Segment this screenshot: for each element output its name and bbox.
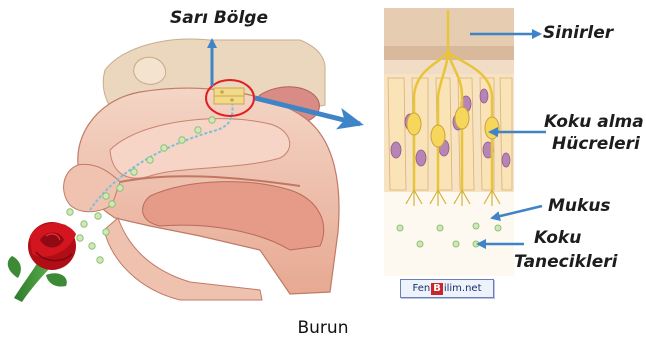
olfactory-patch [214,88,244,104]
olfactory-tissue-detail [384,8,514,276]
label-koku-alma-line1: Koku alma [544,112,644,132]
label-sinirler: Sinirler [543,23,613,43]
logo-mark: B [431,283,443,295]
logo-part3: ilim.net [444,283,482,294]
logo-part1: Fen [413,283,431,294]
rose-icon [8,222,76,302]
label-koku-line1: Koku [534,228,581,248]
label-koku-line2: Tanecikleri [514,252,617,272]
caption-burun: Burun [0,318,646,338]
head-cross-section [64,39,339,300]
label-sari-bolge: Sarı Bölge [170,8,268,28]
sinus-shape [134,57,166,84]
label-mukus: Mukus [548,196,611,216]
label-koku-alma-line2: Hücreleri [552,134,640,154]
